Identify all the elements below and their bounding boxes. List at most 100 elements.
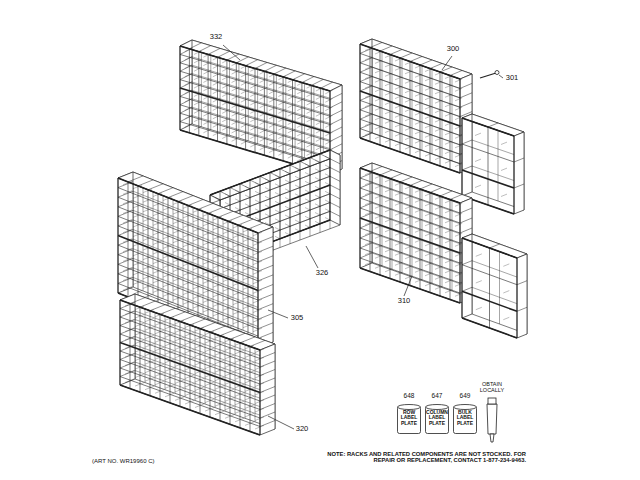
rack-cradle <box>123 267 132 271</box>
rack-cradle <box>325 165 331 168</box>
rack-cradle <box>133 281 142 285</box>
rack-cradle <box>183 243 192 247</box>
rack-cradle <box>235 376 244 380</box>
rack-cradle <box>260 113 267 117</box>
rack-slat <box>274 68 286 74</box>
rack-cradle <box>278 85 285 89</box>
rack-cradle <box>385 120 392 123</box>
plate-body <box>398 407 421 434</box>
rack-slat <box>138 180 153 186</box>
rack-slat <box>488 123 498 127</box>
rack-cradle <box>145 361 154 365</box>
rack-cradle <box>365 95 372 98</box>
rack-cradle <box>163 264 172 268</box>
rack-cradle <box>243 305 252 309</box>
rack-slat <box>200 323 215 329</box>
rack-cradle <box>285 180 291 183</box>
rack-cradle <box>375 136 382 139</box>
rack-cradle <box>415 112 422 115</box>
rack-cradle <box>241 124 248 128</box>
rack-cradle <box>193 305 202 309</box>
rack-cradle <box>385 219 392 222</box>
rack-cradle <box>288 104 295 108</box>
rack-cradle <box>175 346 184 350</box>
rack-cradle <box>123 258 132 262</box>
rack-cradle <box>223 307 232 311</box>
rack-cradle <box>183 224 192 228</box>
rack-cradle <box>255 400 264 404</box>
rack-cradle <box>232 62 239 66</box>
rack-cradle <box>253 328 262 332</box>
rack-slat <box>130 298 145 304</box>
rack-cradle <box>145 352 154 356</box>
rack-cradle <box>305 173 311 176</box>
rack-cradle <box>245 422 254 426</box>
rack-rail <box>372 233 472 268</box>
rack-cradle <box>288 129 295 133</box>
rack-cradle <box>163 245 172 249</box>
rack-cradle <box>135 323 144 327</box>
rack-slat <box>208 48 220 54</box>
rack-slat <box>260 378 275 384</box>
wine-rack <box>120 294 275 435</box>
rack-cradle <box>425 263 432 266</box>
rack-cradle <box>225 355 234 359</box>
rack-cradle <box>297 90 304 94</box>
rack-cradle <box>405 71 412 74</box>
rack-cradle <box>425 243 432 246</box>
rack-cradle <box>203 79 210 83</box>
rack-slat <box>258 294 273 300</box>
rack-cradle <box>365 202 372 205</box>
rack-cradle <box>125 328 134 332</box>
rack-cradle <box>375 175 382 178</box>
rack-cradle <box>255 349 264 353</box>
rack-cradle <box>297 132 304 136</box>
rack-cradle <box>223 220 232 224</box>
rack-cradle <box>225 406 234 410</box>
rack-cradle <box>503 317 509 319</box>
rack-cradle <box>243 276 252 280</box>
rack-cradle <box>165 334 174 338</box>
rack-cradle <box>135 340 144 344</box>
rack-cradle <box>305 216 311 219</box>
rack-cradle <box>183 205 192 209</box>
rack-cradle <box>435 72 442 75</box>
rack-cradle <box>194 118 201 122</box>
rack-cradle <box>145 378 154 382</box>
rack-cradle <box>232 113 239 117</box>
rack-cradle <box>133 195 142 199</box>
rack-cradle <box>203 129 210 133</box>
rack-slat <box>321 82 333 88</box>
rack-cradle <box>325 141 332 145</box>
rack-cradle <box>222 85 229 89</box>
rack-cradle <box>425 193 432 196</box>
rack-cradle <box>222 59 229 63</box>
rack-face <box>120 294 275 350</box>
rack-cradle <box>405 246 412 249</box>
rack-cradle <box>269 115 276 119</box>
rack-slat <box>198 203 213 209</box>
rack-cradle <box>232 96 239 100</box>
rack-cradle <box>185 124 192 128</box>
rack-cradle <box>285 215 291 218</box>
wine-rack <box>360 163 472 303</box>
rack-cradle <box>215 360 224 364</box>
rack-cradle <box>415 229 422 232</box>
rack-cradle <box>395 212 402 215</box>
rack-rail <box>135 371 275 421</box>
rack-cradle <box>255 425 264 429</box>
rack-slat <box>220 330 235 336</box>
rack-cradle <box>455 88 462 91</box>
rack-cradle <box>275 193 281 196</box>
rack-cradle <box>173 287 182 291</box>
rack-rail <box>360 72 460 107</box>
rack-cradle <box>445 290 452 293</box>
rack-cradle <box>445 76 452 79</box>
rack-cradle <box>155 381 164 385</box>
rack-cradle <box>173 268 182 272</box>
rack-cradle <box>153 270 162 274</box>
rack-cradle <box>395 133 402 136</box>
rack-cradle <box>135 315 144 319</box>
rack-slat <box>517 307 527 311</box>
